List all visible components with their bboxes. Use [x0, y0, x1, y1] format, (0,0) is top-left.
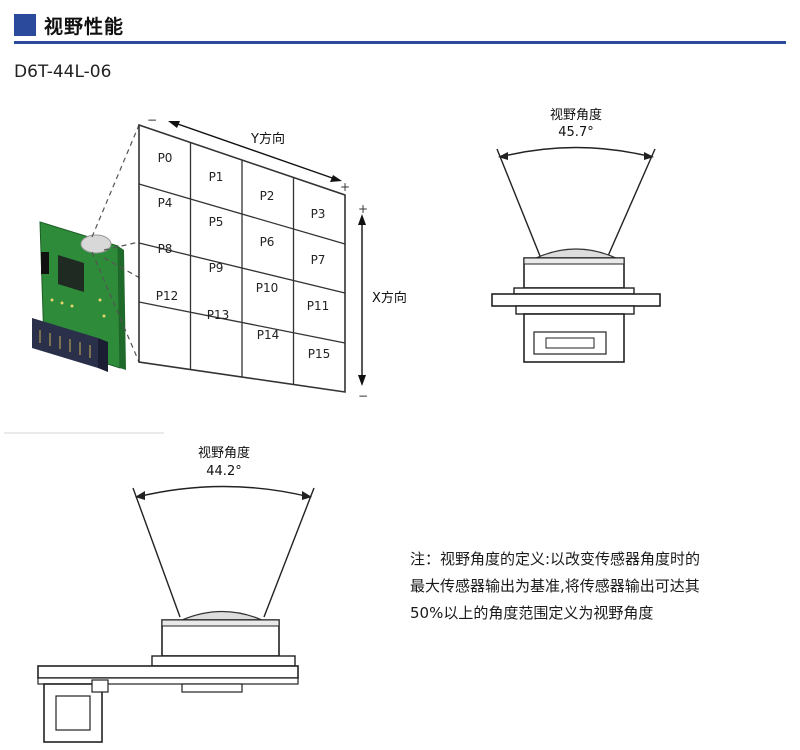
fov-bottom-value: 44.2° [206, 464, 241, 479]
fov-definition-note: 注：视野角度的定义:以改变传感器角度时的 最大传感器输出为基准,将传感器输出可达… [410, 546, 770, 627]
grid-cell-label: P15 [308, 347, 331, 361]
header-divider [14, 41, 786, 44]
grid-cell-label: P6 [260, 235, 275, 249]
fov-top-label: 视野角度 [550, 107, 602, 123]
grid-cell-label: P4 [158, 196, 173, 210]
grid-cell-label: P8 [158, 242, 173, 256]
grid-cell-label: P0 [158, 151, 173, 165]
x-direction-arrow [358, 214, 366, 386]
grid-cell-label: P11 [307, 299, 330, 313]
sensor-board-illustration [32, 221, 126, 372]
note-line: 50%以上的角度范围定义为视野角度 [410, 604, 654, 622]
header-square-icon [14, 14, 36, 36]
grid-cell-label: P1 [209, 170, 224, 184]
x-direction-label: X方向 [372, 290, 407, 306]
grid-cell-label: P10 [256, 281, 279, 295]
sensing-grid: P0 P1 P2 P3 P4 P5 P6 P7 P8 P9 P10 P11 P1… [138, 123, 346, 393]
grid-cell-label: P2 [260, 189, 275, 203]
y-plus-sign: + [340, 180, 350, 194]
x-plus-sign: + [358, 202, 368, 216]
y-direction-arrow [168, 121, 342, 182]
grid-cell-label: P14 [257, 328, 280, 342]
fov-top-value: 45.7° [558, 125, 593, 140]
note-line: 注：视野角度的定义:以改变传感器角度时的 [410, 550, 701, 568]
section-header: 视野性能 [14, 8, 786, 44]
y-minus-sign: − [147, 113, 157, 127]
note-line: 最大传感器输出为基准,将传感器输出可达其 [410, 577, 700, 595]
grid-cell-label: P13 [207, 308, 230, 322]
grid-cell-label: P9 [209, 261, 224, 275]
model-number: D6T-44L-06 [14, 62, 112, 82]
fov-diagram-bottom: 视野角度 44.2° [37, 445, 315, 743]
fov-bottom-label: 视野角度 [198, 445, 250, 461]
x-minus-sign: − [358, 389, 368, 403]
fov-diagram-top: 视野角度 45.7° [491, 107, 661, 363]
section-title: 视野性能 [44, 16, 125, 38]
grid-cell-label: P7 [311, 253, 326, 267]
grid-cell-label: P5 [209, 215, 224, 229]
y-direction-label: Y方向 [250, 131, 285, 147]
grid-cell-label: P12 [156, 289, 179, 303]
grid-cell-label: P3 [311, 207, 326, 221]
